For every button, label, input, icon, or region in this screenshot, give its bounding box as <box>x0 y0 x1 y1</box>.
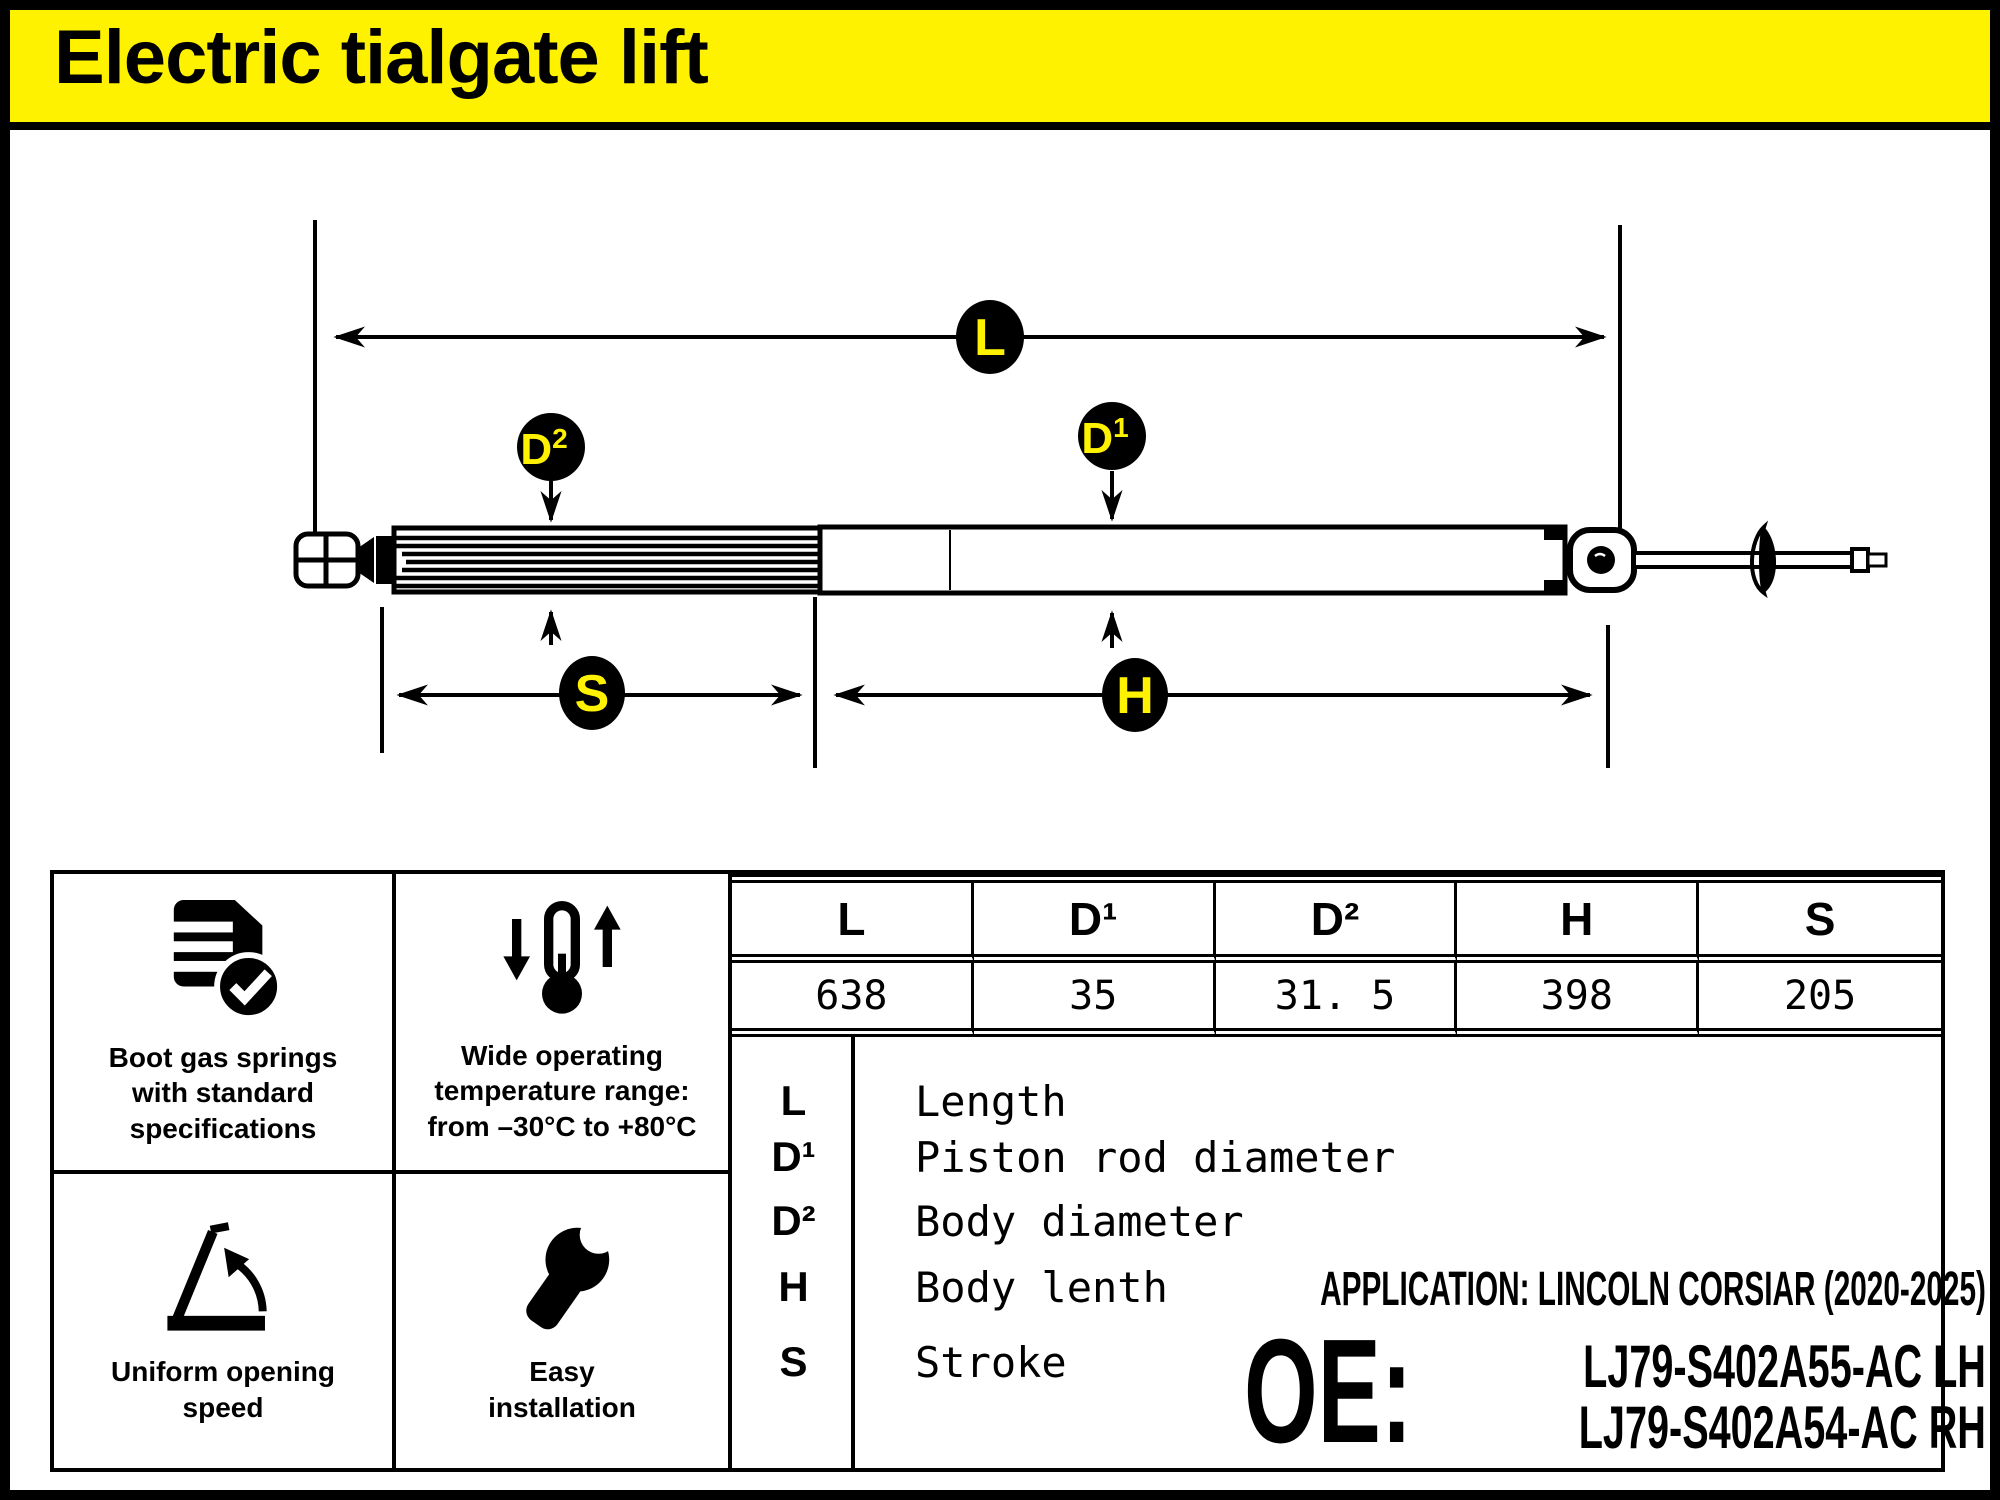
legend-symbol: D¹ <box>771 1133 816 1180</box>
spec-value-S: 205 <box>1699 963 1941 1037</box>
spec-value-D1: 35 <box>973 963 1216 1037</box>
feature-label: Easy installation <box>488 1356 636 1423</box>
legend-symbol: S <box>779 1338 808 1385</box>
legend: L Length D¹ Piston rod diameter D² Body … <box>732 1037 1941 1468</box>
outer-tube <box>817 524 1568 596</box>
dimension-L: L <box>333 300 1607 374</box>
legend-row: L Length <box>732 1071 1941 1131</box>
legend-description: Length <box>915 1076 1067 1126</box>
header-banner: Electric tialgate lift <box>0 0 2000 130</box>
divider <box>54 1170 732 1174</box>
page-title: Electric tialgate lift <box>54 15 709 100</box>
opening-angle-icon <box>167 1222 267 1332</box>
feature-label: Boot gas springs with standard specifica… <box>108 1041 338 1144</box>
dim-label-D2: D2 <box>520 423 567 474</box>
legend-symbol: L <box>780 1077 807 1124</box>
legend-row: D¹ Piston rod diameter <box>732 1127 1941 1187</box>
thermometer-range-icon <box>503 900 621 1014</box>
feature-label: Uniform opening speed <box>111 1356 335 1423</box>
eye-connector <box>1567 527 1637 593</box>
spindle-rod <box>1632 520 1888 599</box>
legend-row: S Stroke <box>732 1332 1941 1392</box>
extension-lines <box>313 220 1622 768</box>
legend-symbol: D² <box>771 1197 816 1244</box>
feature-easy-installation: Easy installation <box>396 1174 728 1468</box>
wrench-icon <box>526 1216 618 1330</box>
ball-socket-fitting <box>293 531 394 589</box>
oe-part-numbers: LJ79-S402A55-AC LH LJ79-S402A54-AC RH <box>1578 1333 1986 1462</box>
dimension-S: S <box>396 656 803 730</box>
dim-label-S: S <box>575 665 610 723</box>
legend-symbol: H <box>778 1263 809 1310</box>
spec-header-S: S <box>1699 883 1941 963</box>
legend-row: D² Body diameter <box>732 1191 1941 1251</box>
oe-number-rh: LJ79-S402A54-AC RH <box>1578 1394 1986 1462</box>
dim-label-L: L <box>974 309 1006 367</box>
spec-header-D2: D² <box>1215 883 1458 963</box>
spec-header-D1: D¹ <box>973 883 1216 963</box>
legend-description: Body diameter <box>915 1196 1244 1246</box>
dimension-H: H <box>833 658 1593 732</box>
feature-boot-gas-springs: Boot gas springs with standard specifica… <box>54 874 392 1170</box>
feature-temperature-range: Wide operating temperature range: from –… <box>396 874 728 1170</box>
legend-description: Stroke <box>915 1337 1067 1387</box>
dim-label-D1: D1 <box>1081 412 1128 463</box>
dimension-D2: D2 <box>517 413 585 645</box>
info-panel: Boot gas springs with standard specifica… <box>50 870 1945 1472</box>
dimension-D1: D1 <box>1078 402 1146 648</box>
legend-symbol-column <box>732 1037 855 1468</box>
document-check-icon <box>169 899 283 1020</box>
spec-table: L D¹ D² H S 638 35 31. 5 398 205 <box>732 874 1941 1037</box>
legend-row: H Body lenth <box>732 1257 1941 1317</box>
dim-label-H: H <box>1116 667 1154 725</box>
gas-spring-drawing <box>293 520 1888 599</box>
application-text: APPLICATION: LINCOLN CORSIAR (2020-2025) <box>1320 1263 1986 1316</box>
oe-label: OE: <box>1244 1309 1413 1474</box>
spec-value-D2: 31. 5 <box>1215 963 1458 1037</box>
spec-value-H: 398 <box>1457 963 1700 1037</box>
feature-label: Wide operating temperature range: from –… <box>427 1039 697 1142</box>
legend-description: Piston rod diameter <box>915 1132 1396 1182</box>
legend-description: Body lenth <box>915 1262 1168 1312</box>
spec-value-L: 638 <box>732 963 974 1037</box>
oe-number-lh: LJ79-S402A55-AC LH <box>1583 1333 1986 1400</box>
ribbed-body <box>391 525 823 595</box>
spec-header-H: H <box>1457 883 1700 963</box>
dimension-diagram: L D2 D1 S H <box>293 220 1888 768</box>
feature-uniform-opening-speed: Uniform opening speed <box>54 1174 392 1468</box>
spec-header-L: L <box>732 883 974 963</box>
